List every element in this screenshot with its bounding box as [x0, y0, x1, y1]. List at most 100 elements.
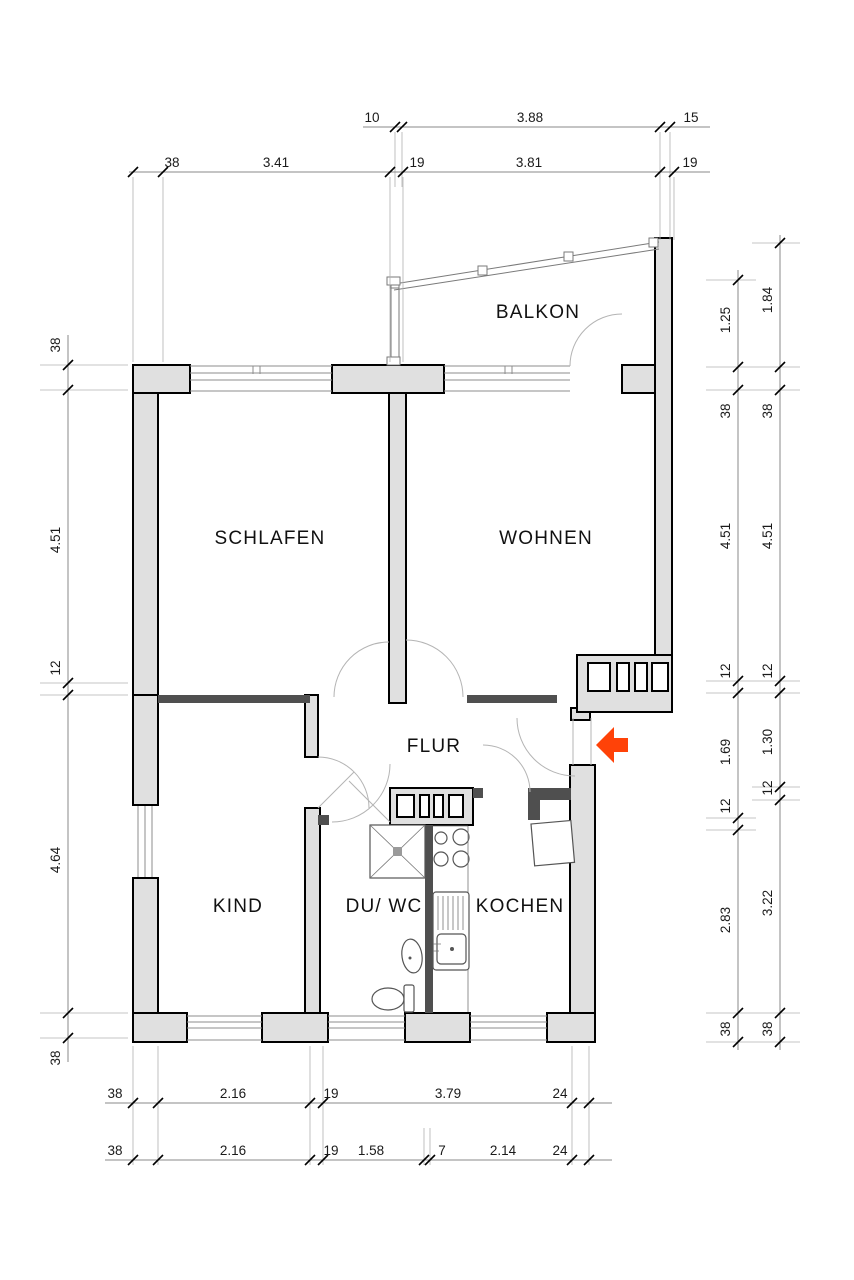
dimension-tick [566, 1097, 578, 1109]
dimension-label: 3.22 [760, 890, 775, 916]
door-schlafen [333, 641, 390, 698]
dimension-label: 12 [760, 780, 775, 795]
boiler [530, 819, 576, 867]
dimension-label: 3.81 [516, 155, 542, 170]
dimension-tick [654, 121, 666, 133]
doors [317, 313, 623, 823]
dimension-tick [732, 384, 744, 396]
dimension-label: 1.69 [718, 739, 733, 765]
dimension-tick [774, 1036, 786, 1048]
dimension-label: 3.79 [435, 1086, 461, 1101]
dimension-tick [774, 794, 786, 806]
dimension-label: 19 [323, 1086, 338, 1101]
room-label-flur: FLUR [407, 736, 461, 757]
room-label-kind: KIND [213, 896, 263, 917]
dimension-tick [317, 1154, 329, 1166]
dimension-label: 3.41 [263, 155, 289, 170]
dimension-tick [152, 1097, 164, 1109]
door-du-wc [331, 763, 391, 823]
dimension-label: 38 [718, 403, 733, 418]
dimension-label: 7 [438, 1143, 446, 1158]
dimension-tick [389, 121, 401, 133]
dimension-tick [396, 121, 408, 133]
dimension-tick [397, 166, 409, 178]
dimension-tick [583, 1097, 595, 1109]
dimension-tick [317, 1097, 329, 1109]
dimension-tick [732, 675, 744, 687]
dimension-label: 19 [323, 1143, 338, 1158]
dimension-label: 1.84 [760, 286, 775, 313]
door-balkon [569, 313, 623, 367]
walls-partition [158, 695, 571, 1013]
dimension-tick [418, 1154, 430, 1166]
dimension-tick [424, 1154, 436, 1166]
dimension-label: 2.16 [220, 1086, 246, 1101]
room-label-schlafen: SCHLAFEN [215, 528, 326, 549]
windows [137, 365, 570, 1041]
dimension-label: 4.51 [48, 527, 63, 553]
room-label-wohnen: WOHNEN [499, 528, 593, 549]
dimension-tick [304, 1097, 316, 1109]
door-entrance [516, 717, 592, 777]
dimension-label: 15 [683, 110, 698, 125]
room-label-kochen: KOCHEN [476, 896, 565, 917]
balcony-railing [386, 237, 660, 366]
dimension-tick [668, 166, 680, 178]
dimension-tick [157, 166, 169, 178]
washbasin [401, 938, 423, 974]
dimension-tick [732, 812, 744, 824]
dimension-label: 38 [164, 155, 179, 170]
dimension-tick [62, 384, 74, 396]
dimension-label: 24 [552, 1086, 568, 1101]
dimension-tick [62, 359, 74, 371]
toilet [371, 984, 415, 1013]
dimension-tick [654, 166, 666, 178]
dimension-label: 1.30 [760, 729, 775, 755]
dimension-tick [732, 274, 744, 286]
dimension-label: 2.16 [220, 1143, 246, 1158]
dimension-label: 38 [48, 1050, 63, 1065]
dimension-tick [566, 1154, 578, 1166]
dimension-tick [664, 121, 676, 133]
dimension-tick [774, 1007, 786, 1019]
chimney-living [576, 654, 673, 713]
door-kochen [482, 744, 531, 793]
room-label-du-wc: DU/ WC [346, 896, 423, 917]
dimension-label: 12 [760, 663, 775, 678]
room-label-balkon: BALKON [496, 302, 580, 323]
shower [369, 824, 426, 879]
dimension-tick [774, 687, 786, 699]
dimension-label: 4.51 [760, 523, 775, 549]
dimension-label: 38 [107, 1143, 122, 1158]
entrance-arrow [596, 727, 628, 763]
dimension-label: 24 [552, 1143, 568, 1158]
dimension-label: 38 [760, 403, 775, 418]
dimension-tick [583, 1154, 595, 1166]
dimension-label: 38 [718, 1021, 733, 1036]
dimension-label: 12 [718, 798, 733, 813]
dimension-label: 19 [682, 155, 697, 170]
dimension-tick [62, 1032, 74, 1044]
dimension-label: 38 [107, 1086, 122, 1101]
dimension-tick [304, 1154, 316, 1166]
dimension-tick [732, 824, 744, 836]
dimension-tick [774, 675, 786, 687]
stove [433, 825, 470, 868]
dimension-tick [774, 781, 786, 793]
dimension-label: 2.14 [490, 1143, 517, 1158]
dimension-tick [732, 1036, 744, 1048]
dimension-tick [774, 361, 786, 373]
door-kind [317, 756, 370, 809]
dimension-tick [62, 689, 74, 701]
dimension-tick [732, 1007, 744, 1019]
dimension-tick [127, 1154, 139, 1166]
kitchen-sink [432, 891, 470, 971]
dimension-tick [127, 166, 139, 178]
dimension-label: 19 [409, 155, 424, 170]
dimension-tick [127, 1097, 139, 1109]
dimension-label: 4.51 [718, 523, 733, 549]
room-labels: BALKON SCHLAFEN WOHNEN FLUR KIND DU/ WC … [213, 302, 593, 917]
dimension-tick [732, 687, 744, 699]
